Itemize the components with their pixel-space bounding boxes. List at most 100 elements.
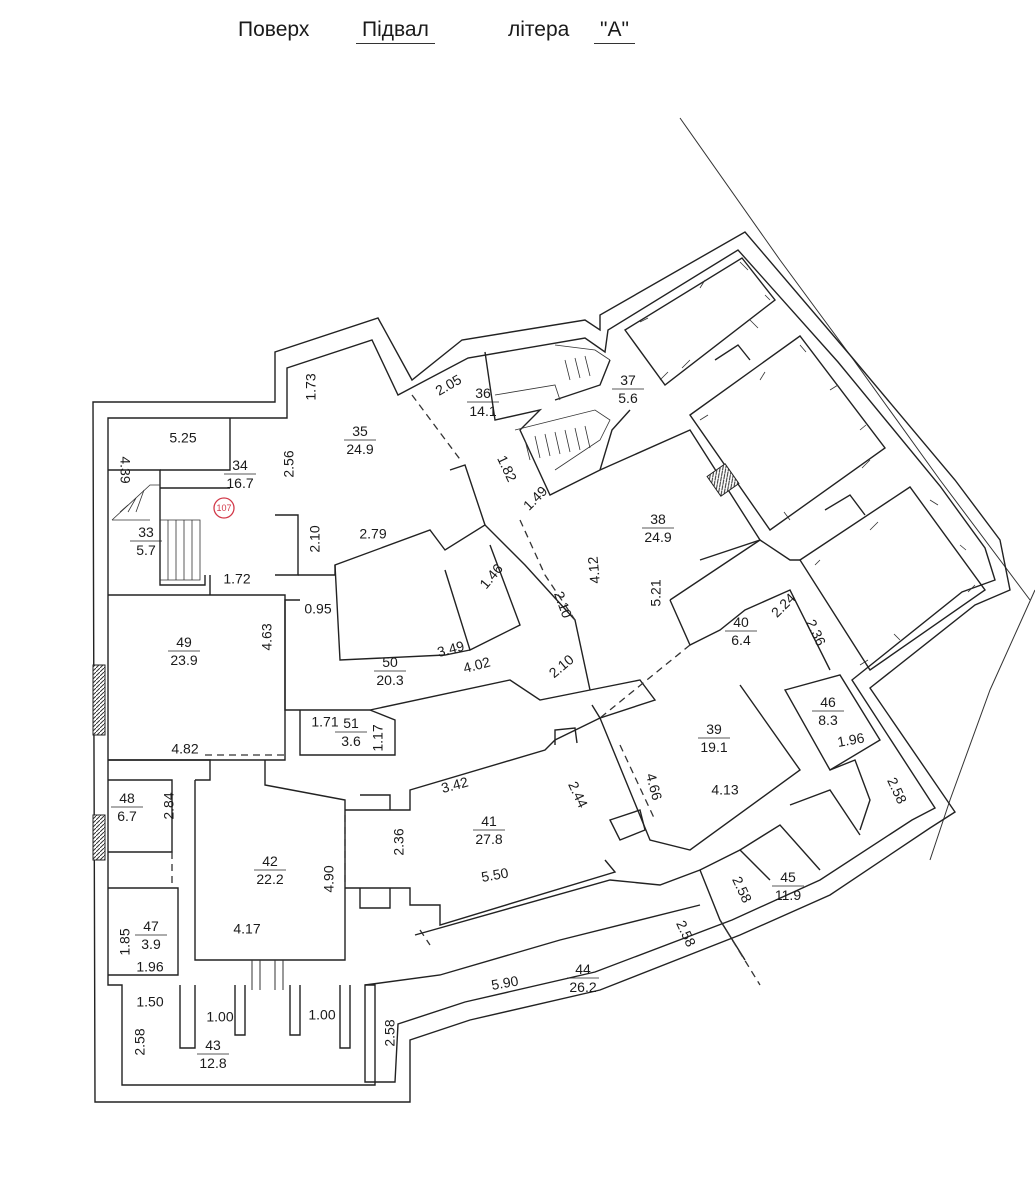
- room-area: 26.2: [569, 979, 596, 995]
- dimension-label: 2.36: [803, 617, 829, 649]
- dimension-label: 5.25: [169, 430, 196, 446]
- room-number: 41: [481, 813, 497, 829]
- letter-value: "А": [594, 18, 635, 44]
- room-area: 24.9: [346, 441, 373, 457]
- room-number: 50: [382, 654, 398, 670]
- dimension-label: 2.58: [673, 918, 699, 950]
- room-number: 43: [205, 1037, 221, 1053]
- dimension-label: 1.17: [370, 724, 386, 751]
- dimension-label: 2.58: [729, 874, 755, 906]
- room-35: 35 24.9: [344, 423, 376, 457]
- room-number: 37: [620, 372, 636, 388]
- room-area: 3.6: [341, 733, 361, 749]
- dimension-label: 4.82: [171, 741, 198, 757]
- room-33: 335.7: [130, 524, 162, 558]
- room-number: 39: [706, 721, 722, 737]
- staircases: [111, 344, 611, 581]
- interior-walls: [108, 257, 986, 1049]
- room-number: 46: [820, 694, 836, 710]
- room-area: 12.8: [199, 1055, 226, 1071]
- room-area: 24.9: [644, 529, 671, 545]
- site-boundary: [679, 117, 1035, 861]
- room-number: 38: [650, 511, 666, 527]
- room-area: 22.2: [256, 871, 283, 887]
- plan-header: Поверх Підвал літера "А": [0, 18, 1035, 52]
- dimension-label: 5.21: [648, 579, 664, 606]
- room-44: 44 26.2: [567, 961, 599, 995]
- floor-value: Підвал: [356, 18, 435, 44]
- room-area: 16.7: [226, 475, 253, 491]
- room-45: 45 11.9: [772, 869, 804, 903]
- room-number: 49: [176, 634, 192, 650]
- room-number: 44: [575, 961, 591, 977]
- dimension-label: 1.50: [136, 994, 163, 1010]
- dimension-label: 2.84: [161, 792, 177, 819]
- room-number: 47: [143, 918, 159, 934]
- dimension-label: 4.90: [321, 865, 337, 892]
- dimension-label: 2.79: [359, 526, 386, 542]
- dimension-label: 3.49: [435, 637, 466, 660]
- room-number: 48: [119, 790, 135, 806]
- room-area: 27.8: [475, 831, 502, 847]
- room-area: 6.7: [117, 808, 137, 824]
- room-number: 40: [733, 614, 749, 630]
- dimension-label: 1.00: [308, 1007, 335, 1023]
- floor-label: Поверх: [238, 18, 310, 41]
- room-area: 14.1: [469, 403, 496, 419]
- dimension-label: 2.10: [546, 651, 577, 681]
- room-36: 36 14.1: [467, 385, 499, 419]
- hatched-walls: [92, 463, 740, 861]
- dimension-label: 2.10: [551, 589, 575, 620]
- room-number: 33: [138, 524, 154, 540]
- room-area: 11.9: [775, 887, 801, 903]
- dimension-label: 5.50: [480, 864, 510, 885]
- room-area: 19.1: [700, 739, 727, 755]
- dimension-label: 4.39: [117, 456, 133, 483]
- room-area: 5.7: [136, 542, 156, 558]
- dimension-label: 2.10: [307, 525, 323, 552]
- room-area: 6.4: [731, 632, 751, 648]
- room-51: 513.6: [335, 715, 367, 749]
- room-43: 43 12.8: [197, 1037, 229, 1071]
- room-number: 35: [352, 423, 368, 439]
- room-area: 5.6: [618, 390, 638, 406]
- stamp-number: 107: [216, 503, 231, 513]
- room-40: 406.4: [725, 614, 757, 648]
- dimension-label: 1.82: [494, 453, 520, 485]
- room-number: 45: [780, 869, 796, 885]
- dimension-label: 1.71: [311, 714, 338, 730]
- dimension-label: 4.13: [711, 782, 738, 798]
- dimension-label: 1.85: [117, 928, 133, 955]
- room-area: 3.9: [141, 936, 161, 952]
- room-number: 42: [262, 853, 278, 869]
- dimension-label: 4.12: [585, 556, 603, 585]
- dimension-label: 5.90: [490, 972, 520, 993]
- letter-label: літера: [508, 18, 570, 41]
- room-42: 42 22.2: [254, 853, 286, 887]
- dimension-label: 0.95: [304, 601, 331, 617]
- dimension-label: 2.58: [884, 775, 910, 807]
- outer-walls: [92, 231, 1011, 1103]
- dimension-label: 1.73: [303, 373, 319, 400]
- room-48: 486.7: [111, 790, 143, 824]
- dimension-label: 2.58: [382, 1019, 398, 1046]
- dimension-label: 1.96: [836, 729, 866, 750]
- dimension-label: 1.00: [206, 1009, 233, 1025]
- dimension-label: 4.63: [259, 623, 275, 650]
- room-labels: 335.73416.73524.93614.1375.63824.93919.1…: [111, 372, 844, 1071]
- room-46: 468.3: [812, 694, 844, 728]
- dimension-label: 3.42: [439, 773, 470, 796]
- dimension-label: 2.24: [768, 590, 799, 621]
- room-38: 38 24.9: [642, 511, 674, 545]
- dimension-label: 2.44: [565, 779, 591, 811]
- dimension-label: 2.05: [433, 371, 465, 399]
- room-area: 20.3: [376, 672, 403, 688]
- dimension-label: 2.56: [281, 450, 297, 477]
- dimension-label: 4.17: [233, 921, 260, 937]
- room-number: 36: [475, 385, 491, 401]
- dimension-label: 2.36: [391, 828, 407, 855]
